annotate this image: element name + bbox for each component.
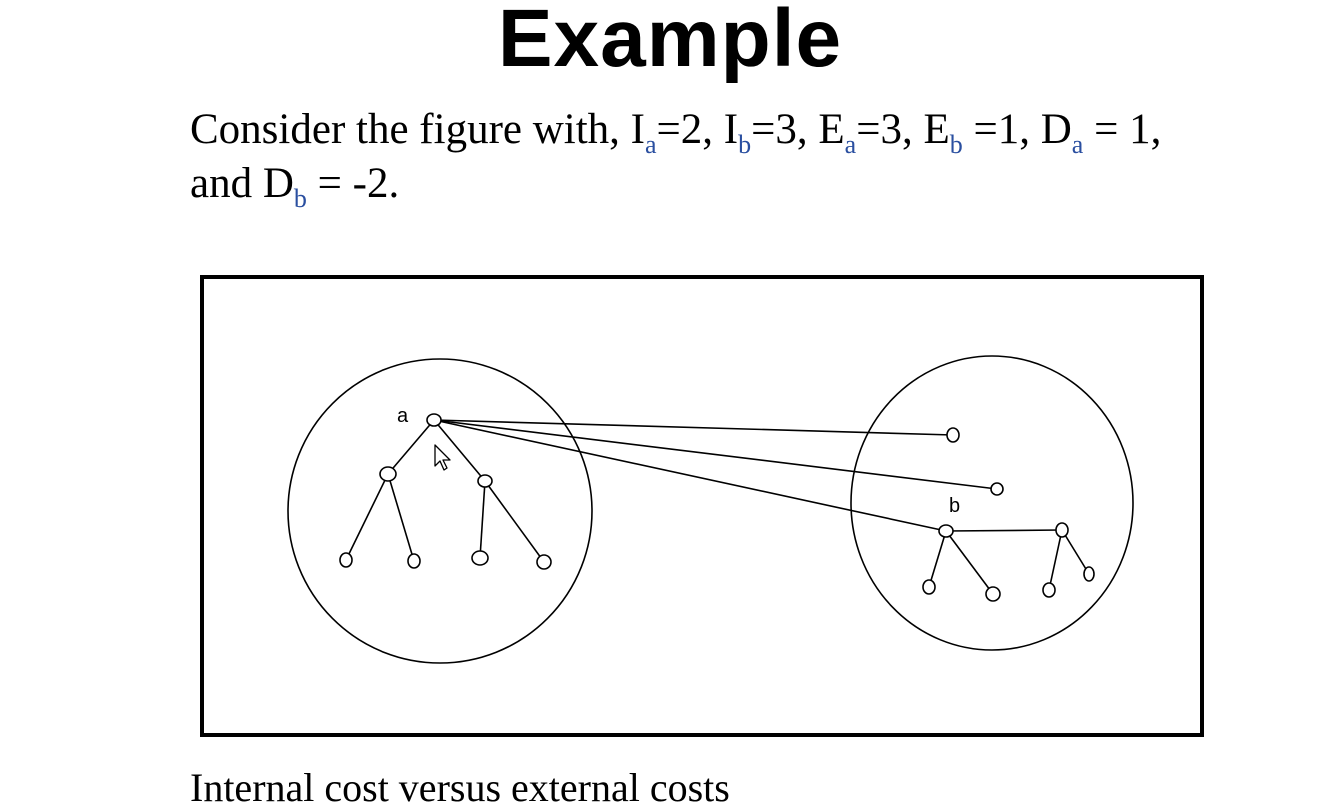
node-leaf-2 bbox=[407, 553, 421, 569]
node-a-label: a bbox=[397, 405, 409, 427]
intro-sub-2: b bbox=[738, 130, 752, 159]
intro-text-4: =3, E bbox=[856, 106, 950, 153]
node-right-1 bbox=[946, 427, 960, 443]
node-leaf-1 bbox=[339, 552, 353, 568]
intro-text-7: = -2. bbox=[306, 160, 400, 207]
node-b-label: b bbox=[949, 495, 960, 517]
intro-sub-1: a bbox=[645, 130, 657, 159]
intro-paragraph: Consider the figure with, Ia=2, Ib=3, Ea… bbox=[190, 103, 1210, 213]
edge-b-leaf-2 bbox=[945, 530, 994, 595]
node-b-sibling bbox=[1055, 522, 1069, 538]
partition-circle-left bbox=[287, 358, 593, 664]
node-b bbox=[938, 524, 954, 538]
intro-text-6: = 1, and D bbox=[190, 106, 1162, 207]
node-right-leaf-1 bbox=[922, 579, 936, 595]
partition-diagram: a b bbox=[287, 355, 1134, 664]
intro-sub-6: b bbox=[293, 184, 307, 213]
edge-sibling-leaf-3 bbox=[1048, 529, 1063, 591]
node-right-leaf-3 bbox=[1042, 582, 1056, 598]
node-left-child-1 bbox=[379, 466, 397, 482]
edge-a-to-right-node-1 bbox=[433, 419, 954, 436]
node-right-2 bbox=[990, 482, 1004, 496]
edge-right-child-leaf-4 bbox=[484, 480, 545, 563]
edge-left-child-leaf-2 bbox=[387, 473, 415, 562]
node-a bbox=[426, 413, 442, 427]
node-right-leaf-2 bbox=[985, 586, 1001, 602]
edge-left-child-leaf-1 bbox=[345, 473, 389, 561]
intro-sub-5: a bbox=[1071, 130, 1084, 159]
edge-b-leaf-1 bbox=[928, 530, 947, 588]
intro-sub-4: b bbox=[949, 130, 963, 159]
intro-text-2: =2, I bbox=[656, 106, 739, 153]
edge-right-child-leaf-3 bbox=[479, 480, 486, 559]
intro-text-5: =1, D bbox=[962, 106, 1072, 153]
mouse-pointer-icon bbox=[434, 444, 451, 471]
edge-a-to-b bbox=[433, 419, 947, 532]
partition-circle-right bbox=[850, 355, 1134, 651]
intro-text-1: Consider the figure with, I bbox=[190, 106, 645, 153]
partition-figure: a b bbox=[200, 275, 1204, 737]
node-leaf-4 bbox=[536, 554, 552, 570]
edge-sibling-leaf-4 bbox=[1061, 529, 1090, 575]
intro-text-3: =3, E bbox=[751, 106, 845, 153]
node-leaf-3 bbox=[471, 550, 489, 566]
edge-a-left-child bbox=[387, 419, 435, 475]
edge-b-to-sibling bbox=[945, 529, 1063, 532]
node-left-child-2 bbox=[477, 474, 493, 488]
figure-caption: Internal cost versus external costs bbox=[190, 765, 730, 810]
intro-sub-3: a bbox=[844, 130, 857, 159]
node-right-leaf-4 bbox=[1083, 566, 1095, 582]
edge-a-right-child bbox=[433, 419, 486, 482]
slide-title: Example bbox=[497, 0, 843, 84]
edge-a-to-right-node-2 bbox=[433, 419, 998, 490]
